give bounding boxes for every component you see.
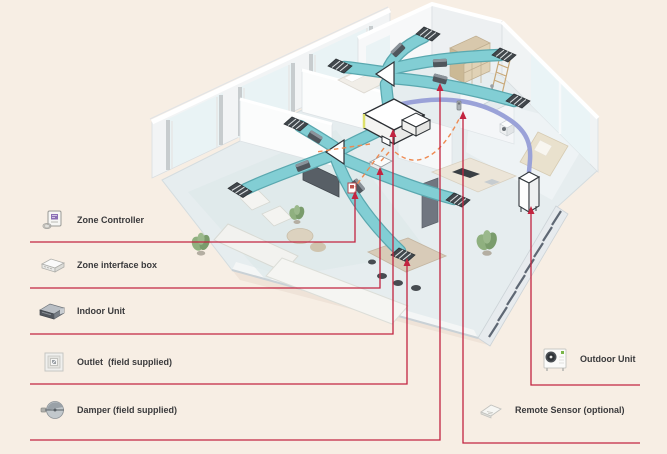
legend-label: Remote Sensor (optional) [515,405,625,415]
outdoor-unit-target [517,171,541,213]
remote-sensor-target [456,100,462,111]
refrigerant-pipe [399,97,533,175]
duct-branch-funnel [324,138,345,166]
legend-label: Zone interface box [77,260,158,270]
callout-zone-interface-box [30,173,381,289]
legend-item-zone-interface-box: Zone interface box [40,254,157,276]
callout-outdoor-unit [530,212,640,386]
callout-zone-controller [30,197,356,243]
legend-label: Zone Controller [77,215,144,225]
legend-item-outdoor-unit: Outdoor Unit [541,344,636,374]
callout-outlet [30,264,408,385]
callout-damper [30,89,441,441]
legend-label: Outlet (field supplied) [77,357,172,367]
duct-branch-funnel [374,60,395,88]
control-wiring [315,116,461,188]
legend-label: Damper (field supplied) [77,405,178,415]
callout-remote-sensor [462,117,640,444]
balcony-railing [477,205,569,347]
callout-indoor-unit [30,135,394,335]
damper-icon [40,401,64,419]
legend-item-zone-controller: Zone Controller [42,208,144,232]
legend-item-remote-sensor: Remote Sensor (optional) [478,398,625,422]
coffee-table [286,228,314,244]
indoor-unit-icon [39,303,65,320]
tv [302,160,340,198]
legend-item-outlet: Outlet (field supplied) [42,350,172,374]
legend-item-indoor-unit: Indoor Unit [38,300,125,322]
right-wall [500,20,600,173]
legend-label: Outdoor Unit [580,354,636,364]
indoor-unit [362,98,432,147]
outdoor-unit-icon [543,348,567,371]
remote-sensor-icon [480,404,502,419]
legend-item-damper: Damper (field supplied) [40,398,177,422]
callout-arrowheads [351,83,535,266]
ladder [491,55,511,95]
zone-controller-icon [42,210,62,229]
zone-controller-target [347,182,357,194]
outlet-icon [44,352,64,372]
legend-label: Indoor Unit [77,306,125,316]
zone-interface-box-icon [40,258,66,273]
